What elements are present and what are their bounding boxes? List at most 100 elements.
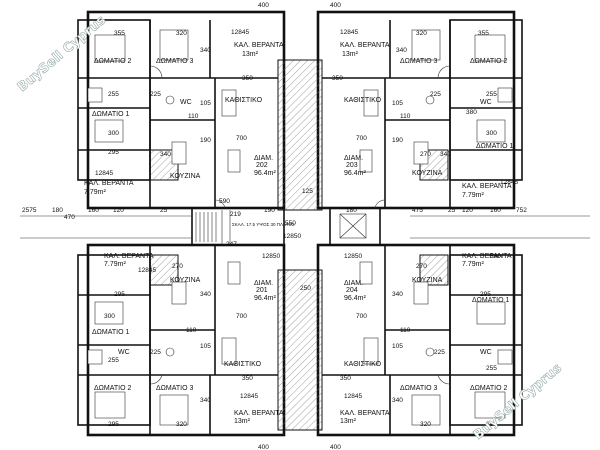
balcony-label: ΚΑΛ. ΒΕΡΑΝΤΑ (340, 42, 390, 49)
wc-label: WC (480, 99, 492, 106)
dimension: 355 (114, 30, 125, 37)
level: 12850 (344, 253, 362, 260)
side-balcony-area: 7.79m² (84, 189, 106, 196)
living-label: ΚΑΘΙΣΤΙΚΟ (224, 361, 262, 368)
kitchen-label: ΚΟΥΖΙΝΑ (412, 170, 443, 177)
dimension: 225 (150, 91, 161, 98)
dimension: 590 (219, 198, 230, 205)
wc-label: WC (480, 349, 492, 356)
flat-label: ΔΙΑΜ. (254, 155, 273, 162)
side-balcony-label: ΚΑΛ. ΒΕΡΑΝΤΑ (462, 253, 512, 260)
dimension: 295 (108, 421, 119, 428)
dimension: 105 (200, 100, 211, 107)
level: 12850 (283, 233, 301, 240)
dimension: 340 (440, 151, 451, 158)
dimension: 225 (150, 349, 161, 356)
dimension: 255 (486, 365, 497, 372)
dimension: 340 (160, 151, 171, 158)
dimension: 355 (478, 30, 489, 37)
dimension: 300 (104, 313, 115, 320)
side-balcony-label: ΚΑΛ. ΒΕΡΑΝΤΑ (462, 183, 512, 190)
dimension: 400 (258, 2, 269, 9)
bedroom-1-label: ΔΩΜΑΤΙΟ 1 (92, 329, 129, 336)
bedroom-2-label: ΔΩΜΑΤΙΟ 2 (94, 385, 131, 392)
dimension: 180 (346, 207, 357, 214)
bedroom-1-label: ΔΩΜΑΤΙΟ 1 (92, 111, 129, 118)
flat-area: 96.4m² (254, 295, 276, 302)
dimension: 470 (64, 214, 75, 221)
dimension: 380 (466, 109, 477, 116)
dimension: 320 (176, 421, 187, 428)
flat-area: 96.4m² (344, 295, 366, 302)
dimension: 350 (242, 375, 253, 382)
dimension: 295 (486, 421, 497, 428)
dimension: 255 (108, 357, 119, 364)
flat-201: ΚΑΛ. ΒΕΡΑΝΤΑ 7.79m² 12845 ΚΟΥΖΙΝΑ ΔΙΑΜ. … (92, 253, 284, 425)
dimension: 219 (230, 211, 241, 218)
dimension: 340 (200, 397, 211, 404)
dimension: 190 (392, 137, 403, 144)
dimension: 320 (420, 421, 431, 428)
dimension: 255 (108, 91, 119, 98)
flat-area: 96.4m² (254, 170, 276, 177)
kitchen-label: ΚΟΥΖΙΝΑ (170, 277, 201, 284)
balcony-area: 13m² (342, 51, 359, 58)
balcony-label: ΚΑΛ. ΒΕΡΑΝΤΑ (234, 42, 284, 49)
flat-area: 96.4m² (344, 170, 366, 177)
dimension: 160 (88, 207, 99, 214)
bedroom-1-label: ΔΩΜΑΤΙΟ 1 (476, 143, 513, 150)
dimension: 320 (176, 30, 187, 37)
kitchen-label: ΚΟΥΖΙΝΑ (412, 277, 443, 284)
dimension: 247 (226, 241, 237, 248)
level: 12845 (231, 29, 249, 36)
living-label: ΚΑΘΙΣΤΙΚΟ (344, 97, 382, 104)
bedroom-2-label: ΔΩΜΑΤΙΟ 2 (470, 385, 507, 392)
dimension: 350 (340, 375, 351, 382)
flat-number: 202 (256, 162, 268, 169)
bedroom-3-label: ΔΩΜΑΤΙΟ 3 (156, 385, 193, 392)
dimension: 105 (392, 343, 403, 350)
dimension: 250 (300, 285, 311, 292)
bedroom-3-label: ΔΩΜΑΤΙΟ 3 (400, 385, 437, 392)
dimension: 320 (416, 30, 427, 37)
flat-number: 204 (346, 287, 358, 294)
dimension: 125 (302, 188, 313, 195)
dimension: 2575 (22, 207, 37, 214)
level: 12850 (262, 253, 280, 260)
dimension: 295 (114, 291, 125, 298)
bedroom-3-label: ΔΩΜΑΤΙΟ 3 (156, 58, 193, 65)
fixtures (87, 29, 513, 426)
dimension: 340 (396, 47, 407, 54)
dimension: 190 (200, 137, 211, 144)
dimension: 25 (448, 207, 456, 214)
dimension: 105 (392, 100, 403, 107)
flat-label: ΔΙΑΜ. (344, 155, 363, 162)
flat-number: 201 (256, 287, 268, 294)
wc-label: WC (180, 99, 192, 106)
side-balcony-area: 7.79m² (104, 261, 126, 268)
level: 12845 (95, 170, 113, 177)
living-label: ΚΑΘΙΣΤΙΚΟ (344, 361, 382, 368)
bedroom-2-label: ΔΩΜΑΤΙΟ 2 (470, 58, 507, 65)
level: 12845 (340, 29, 358, 36)
side-balcony-area: 7.79m² (462, 261, 484, 268)
dimension: 190 (264, 207, 275, 214)
dimension: 475 (412, 207, 423, 214)
kitchen-label: ΚΟΥΖΙΝΑ (170, 173, 201, 180)
dimensions: 355 320 340 350 255 225 105 300 295 110 … (22, 2, 527, 450)
side-balcony-label: ΚΑΛ. ΒΕΡΑΝΤΑ (84, 180, 134, 187)
dimension: 295 (108, 149, 119, 156)
flat-202: ΚΑΛ. ΒΕΡΑΝΤΑ 13m² ΔΩΜΑΤΙΟ 2 ΔΩΜΑΤΙΟ 3 ΚΑ… (84, 29, 284, 196)
balcony-label: ΚΑΛ. ΒΕΡΑΝΤΑ (340, 410, 390, 417)
dimension: 340 (392, 397, 403, 404)
dimension: 700 (356, 313, 367, 320)
dimension: 380 (490, 253, 501, 260)
flat-203: ΚΑΛ. ΒΕΡΑΝΤΑ 13m² ΔΩΜΑΤΙΟ 3 ΔΩΜΑΤΙΟ 2 ΚΑ… (340, 29, 518, 199)
dimension: 120 (462, 207, 473, 214)
dimension: 550 (285, 220, 296, 227)
stairs (195, 210, 367, 244)
side-balcony-label: ΚΑΛ. ΒΕΡΑΝΤΑ (104, 253, 154, 260)
dimension: 110 (400, 113, 411, 120)
wc-label: WC (118, 349, 130, 356)
